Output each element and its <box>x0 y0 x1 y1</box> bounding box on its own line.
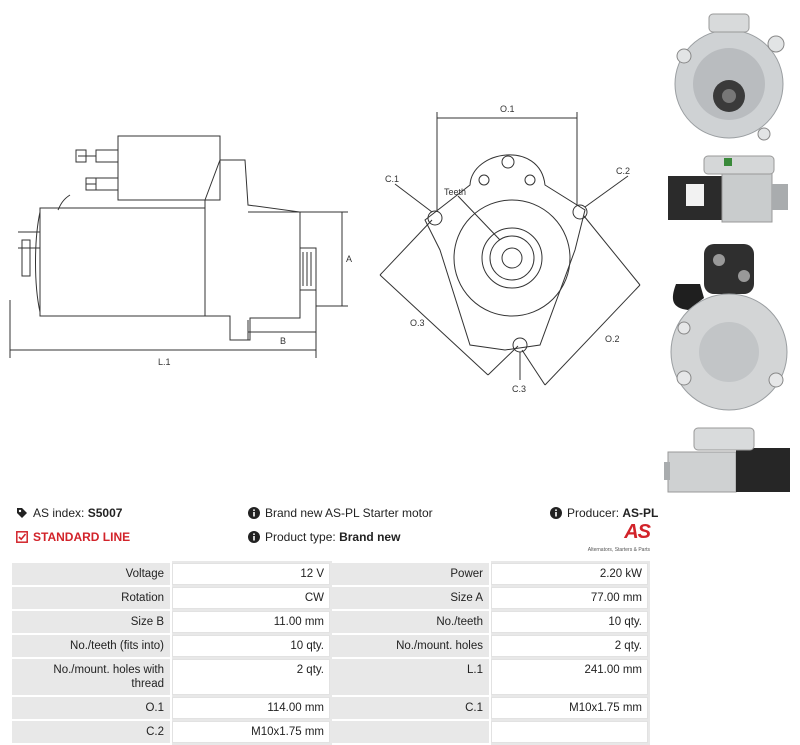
product-type-value: Brand new <box>339 530 401 544</box>
spec-value: 2 qty. <box>489 633 650 659</box>
label-l1: L.1 <box>158 357 171 367</box>
spec-value: M10x1.75 mm <box>170 719 332 745</box>
as-index-value: S5007 <box>87 506 123 520</box>
label-c3: C.3 <box>512 384 526 394</box>
starter-drawing-svg: L.1 B A <box>9 104 641 394</box>
producer-row: Producer: AS-PL <box>550 506 658 520</box>
table-row: Voltage 12 V Power 2.20 kW <box>10 561 650 587</box>
spec-label: Voltage <box>10 561 172 587</box>
table-row: Rotation CW Size A 77.00 mm <box>10 585 650 611</box>
label-c1: C.1 <box>385 174 399 184</box>
photo-side-view-bottom <box>664 424 794 496</box>
spec-value: 10 qty. <box>489 609 650 635</box>
photo-front-view <box>664 6 794 146</box>
spec-label: C.2 <box>10 719 172 745</box>
spec-value: 114.00 mm <box>170 695 332 721</box>
table-row: Size B 11.00 mm No./teeth 10 qty. <box>10 609 650 635</box>
description-text: Brand new AS-PL Starter motor <box>265 506 433 520</box>
spec-label: Size B <box>10 609 172 635</box>
spec-label <box>330 719 491 745</box>
spec-value: 241.00 mm <box>489 657 650 697</box>
standard-line-label: STANDARD LINE <box>33 530 131 544</box>
label-a: A <box>346 254 352 264</box>
label-o3: O.3 <box>410 318 425 328</box>
spec-value: M10x1.75 mm <box>489 695 650 721</box>
spec-value: 11.00 mm <box>170 609 332 635</box>
spec-label: No./teeth <box>330 609 491 635</box>
as-index-row: AS index: S5007 <box>16 506 122 520</box>
motor-body-outline <box>39 207 206 317</box>
label-o2: O.2 <box>605 334 620 344</box>
label-b: B <box>280 336 286 346</box>
spec-value: CW <box>170 585 332 611</box>
spec-label: C.1 <box>330 695 491 721</box>
spec-label: O.1 <box>10 695 172 721</box>
logo-text: AS <box>624 521 651 543</box>
flange-outline <box>424 154 586 351</box>
spec-label: Size A <box>330 585 491 611</box>
product-info: AS index: S5007 Brand new AS-PL Starter … <box>0 500 800 560</box>
spec-value: 2 qty. <box>170 657 332 697</box>
as-pl-logo: AS Alternators, Starters & Parts <box>582 521 651 553</box>
product-photos <box>660 0 800 500</box>
tag-icon <box>17 508 27 518</box>
spec-value: 10 qty. <box>170 633 332 659</box>
label-teeth: Teeth <box>444 187 466 197</box>
spec-label: Rotation <box>10 585 172 611</box>
standard-line-row: STANDARD LINE <box>16 530 130 544</box>
spec-label: No./mount. holes with thread <box>10 657 172 697</box>
table-row: No./teeth (fits into) 10 qty. No./mount.… <box>10 633 650 659</box>
table-row: O.1 114.00 mm C.1 M10x1.75 mm <box>10 695 650 721</box>
spec-label: No./teeth (fits into) <box>10 633 172 659</box>
spec-value: 2.20 kW <box>489 561 650 587</box>
info-icon <box>248 507 260 519</box>
photo-rear-view <box>664 240 794 418</box>
label-o1: O.1 <box>500 104 515 114</box>
label-c2: C.2 <box>616 166 630 176</box>
spec-value <box>489 719 650 745</box>
product-type-row: Product type: Brand new <box>248 530 400 544</box>
spec-label: L.1 <box>330 657 491 697</box>
logo-tagline: Alternators, Starters & Parts <box>587 547 650 553</box>
spec-value: 77.00 mm <box>489 585 650 611</box>
table-row: No./mount. holes with thread 2 qty. L.1 … <box>10 657 650 697</box>
specs-table: Voltage 12 V Power 2.20 kW Rotation CW S… <box>10 561 650 745</box>
table-row: C.2 M10x1.75 mm <box>10 719 650 745</box>
producer-label: Producer: <box>567 506 620 520</box>
spec-value: 12 V <box>170 561 332 587</box>
producer-value: AS-PL <box>622 506 659 520</box>
drive-housing-outline <box>204 159 301 341</box>
check-square-icon <box>16 531 28 543</box>
as-index-label: AS index: <box>33 506 85 520</box>
photo-side-view-top <box>664 154 794 226</box>
info-icon <box>248 531 260 543</box>
spec-label: Power <box>330 561 491 587</box>
spec-label: No./mount. holes <box>330 633 491 659</box>
info-icon <box>550 507 562 519</box>
product-type-label: Product type: <box>265 530 336 544</box>
description-row: Brand new AS-PL Starter motor <box>248 506 433 520</box>
flange-bore-circle <box>453 199 571 317</box>
solenoid-outline <box>117 135 221 201</box>
technical-drawing: L.1 B A <box>9 104 641 394</box>
